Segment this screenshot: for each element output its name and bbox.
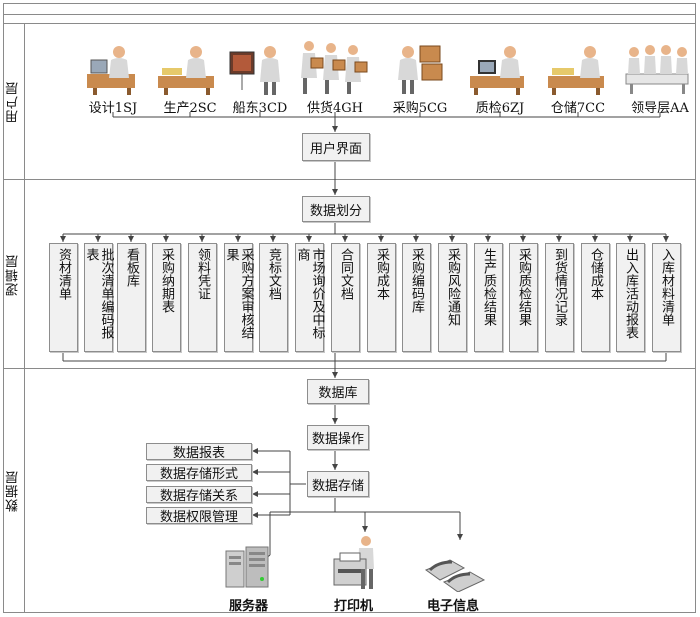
module-box: 看板库: [117, 243, 146, 352]
data-layer-label: 数据层: [3, 369, 25, 613]
actor-inspector: 质检6ZJ: [460, 38, 540, 116]
module-box: 出入库活动报表: [616, 243, 645, 352]
module-box: 市场询价及中标商: [295, 243, 325, 352]
data-item-box: 数据存储关系: [146, 486, 252, 504]
actor-warehouse: 仓储7CC: [538, 38, 618, 116]
user-interface-box: 用户界面: [302, 133, 370, 161]
actor-label: 供货4GH: [307, 101, 363, 116]
purchaser-with-box-icon: [398, 45, 443, 94]
module-box: 入库材料清单: [652, 243, 681, 352]
data-operation-box: 数据操作: [307, 425, 369, 450]
actor-label: 设计1SJ: [88, 101, 138, 116]
telephone-icon: [424, 559, 486, 592]
leadership-meeting-icon: [625, 45, 689, 94]
electronic-info-label: 电子信息: [427, 599, 480, 614]
actor-supplier: 供货4GH: [295, 38, 375, 116]
data-item-box: 数据报表: [146, 443, 252, 461]
actor-production: 生产2SC: [150, 38, 230, 116]
actor-label: 仓储7CC: [550, 101, 606, 116]
module-box: 采购质检结果: [509, 243, 538, 352]
printer-label: 打印机: [334, 599, 374, 614]
module-box: 采购编码库: [402, 243, 431, 352]
data-item-box: 数据权限管理: [146, 507, 252, 525]
top-header-bar: [3, 14, 696, 24]
user-layer-band: [3, 24, 696, 180]
actor-label: 采购5CG: [392, 101, 448, 116]
actor-leadership: 领导层AA: [620, 38, 700, 116]
actor-label: 领导层AA: [631, 101, 689, 116]
module-box: 仓储成本: [581, 243, 610, 352]
data-storage-box: 数据存储: [307, 471, 369, 497]
actor-label: 生产2SC: [163, 101, 217, 116]
actor-designer: 设计1SJ: [73, 38, 153, 116]
shipowner-presenting-icon: [229, 46, 280, 95]
module-box: 领料凭证: [188, 243, 217, 352]
module-box: 批次清单编码报表: [84, 243, 114, 352]
logic-layer-band: [3, 180, 696, 369]
warehouse-clerk-icon: [548, 46, 604, 95]
printer-icon: [333, 536, 374, 589]
actor-label: 质检6ZJ: [475, 101, 525, 116]
actor-label: 船东3CD: [232, 101, 288, 116]
actor-shipowner: 船东3CD: [220, 38, 300, 116]
module-box: 采购方案审核结果: [224, 243, 254, 352]
production-worker-icon: [158, 46, 214, 95]
data-item-box: 数据存储形式: [146, 464, 252, 482]
module-box: 采购风险通知: [438, 243, 467, 352]
module-box: 合同文档: [331, 243, 360, 352]
logic-layer-label: 逻辑层: [3, 180, 25, 369]
inspector-at-desk-icon: [470, 46, 524, 95]
module-box: 生产质检结果: [474, 243, 503, 352]
module-box: 到货情况记录: [545, 243, 574, 352]
module-box: 采购纳期表: [152, 243, 181, 352]
module-box: 竞标文档: [259, 243, 288, 352]
server-label: 服务器: [229, 599, 269, 614]
designer-at-desk-icon: [87, 46, 135, 95]
module-box: 资材清单: [49, 243, 78, 352]
module-box: 采购成本: [367, 243, 396, 352]
database-box: 数据库: [307, 379, 369, 404]
server-icon: [225, 546, 269, 588]
diagram-frame: [3, 3, 696, 613]
suppliers-with-boxes-icon: [301, 41, 368, 94]
data-division-box: 数据划分: [302, 196, 370, 222]
actor-purchaser: 采购5CG: [380, 38, 460, 116]
user-layer-label: 用户层: [3, 24, 25, 180]
